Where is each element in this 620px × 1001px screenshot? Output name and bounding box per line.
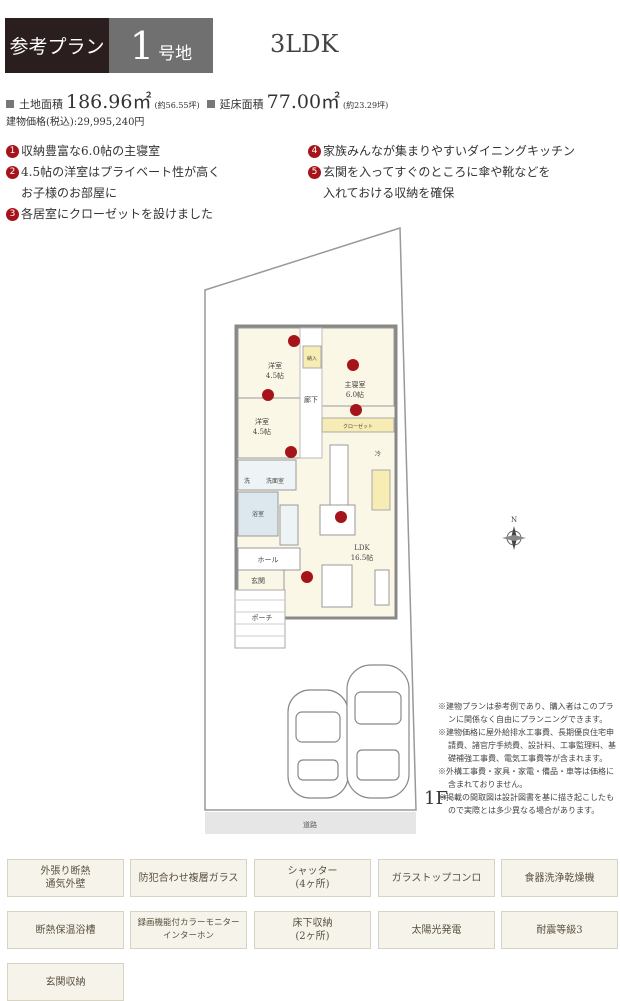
point-text: 入れておける収納を確保: [323, 186, 455, 200]
lot-number: 1: [129, 23, 155, 68]
plan-badge-1: [347, 359, 359, 371]
closet: [321, 417, 395, 433]
room-label: 洋室: [268, 361, 282, 370]
room-label: 洋室: [255, 417, 269, 426]
room-label: 洗: [244, 477, 250, 485]
road-label: 道路: [303, 820, 317, 829]
room-label: LDK: [354, 544, 370, 552]
washroom: [237, 459, 297, 491]
point-text: 玄関を入ってすぐのところに傘や靴などを: [323, 165, 551, 179]
room-label: ポーチ: [252, 614, 273, 622]
pantry: [371, 469, 391, 511]
floor-label: 延床面積: [219, 98, 264, 111]
note: ※外構工事費・家具・家電・備品・車等は価格に含まれておりません。: [438, 767, 614, 789]
room-size: 16.5帖: [351, 553, 374, 562]
feature-item: 断熱保温浴槽: [7, 911, 124, 949]
room-label: ホール: [258, 556, 279, 564]
room-label: 納入: [307, 355, 317, 362]
feature-item: ガラストップコンロ: [378, 859, 495, 897]
note: ※建物プランは参考例であり、購入者はこのプランに関係なく自由にプランニングできま…: [438, 702, 614, 724]
point-badge: 5: [308, 166, 321, 179]
area-specs: 土地面積 186.96㎡(約56.55坪) 延床面積 77.00㎡(約23.29…: [6, 87, 388, 114]
note: ※建物価格に屋外給排水工事費、長期優良住宅申請費、諸官庁手続費、設計料、工事監理…: [438, 728, 616, 763]
floor-tsubo: (約23.29坪): [343, 101, 389, 110]
plan-label: 参考プラン: [5, 18, 109, 73]
room-label: クローゼット: [343, 423, 373, 430]
plan-badge-3: [288, 335, 300, 347]
tv-board: [374, 569, 390, 606]
land-label: 土地面積: [19, 98, 63, 111]
room-label: 洗面室: [266, 477, 284, 485]
sofa: [321, 564, 353, 608]
compass-icon: N: [502, 516, 526, 550]
room-size: 4.5帖: [266, 371, 284, 380]
toilet: [279, 504, 299, 546]
point-badge: 3: [6, 208, 19, 221]
feature-item: 食器洗浄乾燥機: [501, 859, 618, 897]
lot-number-box: 1 号地: [109, 18, 213, 73]
car-icon: [287, 689, 349, 799]
dining-table: [319, 504, 356, 536]
feature-item: 玄関収納: [7, 963, 124, 1001]
square-icon: [6, 100, 14, 108]
land-area: 186.96㎡: [66, 91, 152, 113]
point-text: 4.5帖の洋室はプライベート性が高く: [21, 165, 221, 179]
floor-plan: 道路 洋室 4.5帖 洋室 4.5帖 主寝室 6.0帖 廊下 クローゼット 納入…: [204, 226, 526, 834]
feature-item: 外張り断熱 通気外壁: [7, 859, 124, 897]
plan-badge-5: [301, 571, 313, 583]
bathroom: [237, 491, 279, 537]
notes: ※建物プランは参考例であり、購入者はこのプランに関係なく自由にプランニングできま…: [438, 700, 616, 817]
point-text: お子様のお部屋に: [21, 186, 118, 200]
lot-unit: 号地: [158, 44, 193, 64]
point-badge: 1: [6, 145, 19, 158]
road: [205, 812, 416, 834]
point-text: 各居室にクローゼットを設けました: [21, 207, 214, 221]
feature-item: シャッター (4ヶ所): [254, 859, 371, 897]
feature-item: 太陽光発電: [378, 911, 495, 949]
porch-steps: [235, 599, 285, 637]
feature-item: 耐震等級3: [501, 911, 618, 949]
land-tsubo: (約56.55坪): [154, 101, 200, 110]
floor-label: 1F: [424, 788, 448, 809]
plan-badges: [262, 335, 362, 583]
room-label: 主寝室: [345, 380, 366, 389]
point-text: 収納豊富な6.0帖の主寝室: [21, 144, 161, 158]
feature-item: 床下収納 (2ヶ所): [254, 911, 371, 949]
plan-badge-2: [262, 389, 274, 401]
feature-item: 防犯合わせ複層ガラス: [130, 859, 247, 897]
room-size: 4.5帖: [253, 427, 271, 436]
storage: [302, 345, 322, 369]
north-label: N: [511, 516, 517, 524]
room-label: 浴室: [252, 510, 264, 518]
plan-badge-4: [335, 511, 347, 523]
room-label: 冷: [375, 450, 381, 458]
square-icon: [206, 100, 215, 108]
floor-area: 77.00㎡: [266, 91, 341, 113]
layout-type: 3LDK: [270, 30, 339, 58]
room-label: 玄関: [251, 576, 265, 585]
plan-badge-3: [285, 446, 297, 458]
point-text: 家族みんなが集まりやすいダイニングキッチン: [323, 144, 576, 158]
note: ※掲載の間取図は設計図書を基に描き起こしたもので実際とは多少異なる場合があります…: [438, 793, 614, 815]
room-size: 6.0帖: [346, 390, 364, 399]
plan-badge-3: [350, 404, 362, 416]
car-icon: [346, 664, 410, 799]
feature-item: 録画機能付カラーモニター インターホン: [130, 911, 247, 949]
point-badge: 4: [308, 145, 321, 158]
point-badge: 2: [6, 166, 19, 179]
room-label: 廊下: [304, 395, 318, 404]
building-price: 建物価格(税込):29,995,240円: [6, 117, 145, 128]
